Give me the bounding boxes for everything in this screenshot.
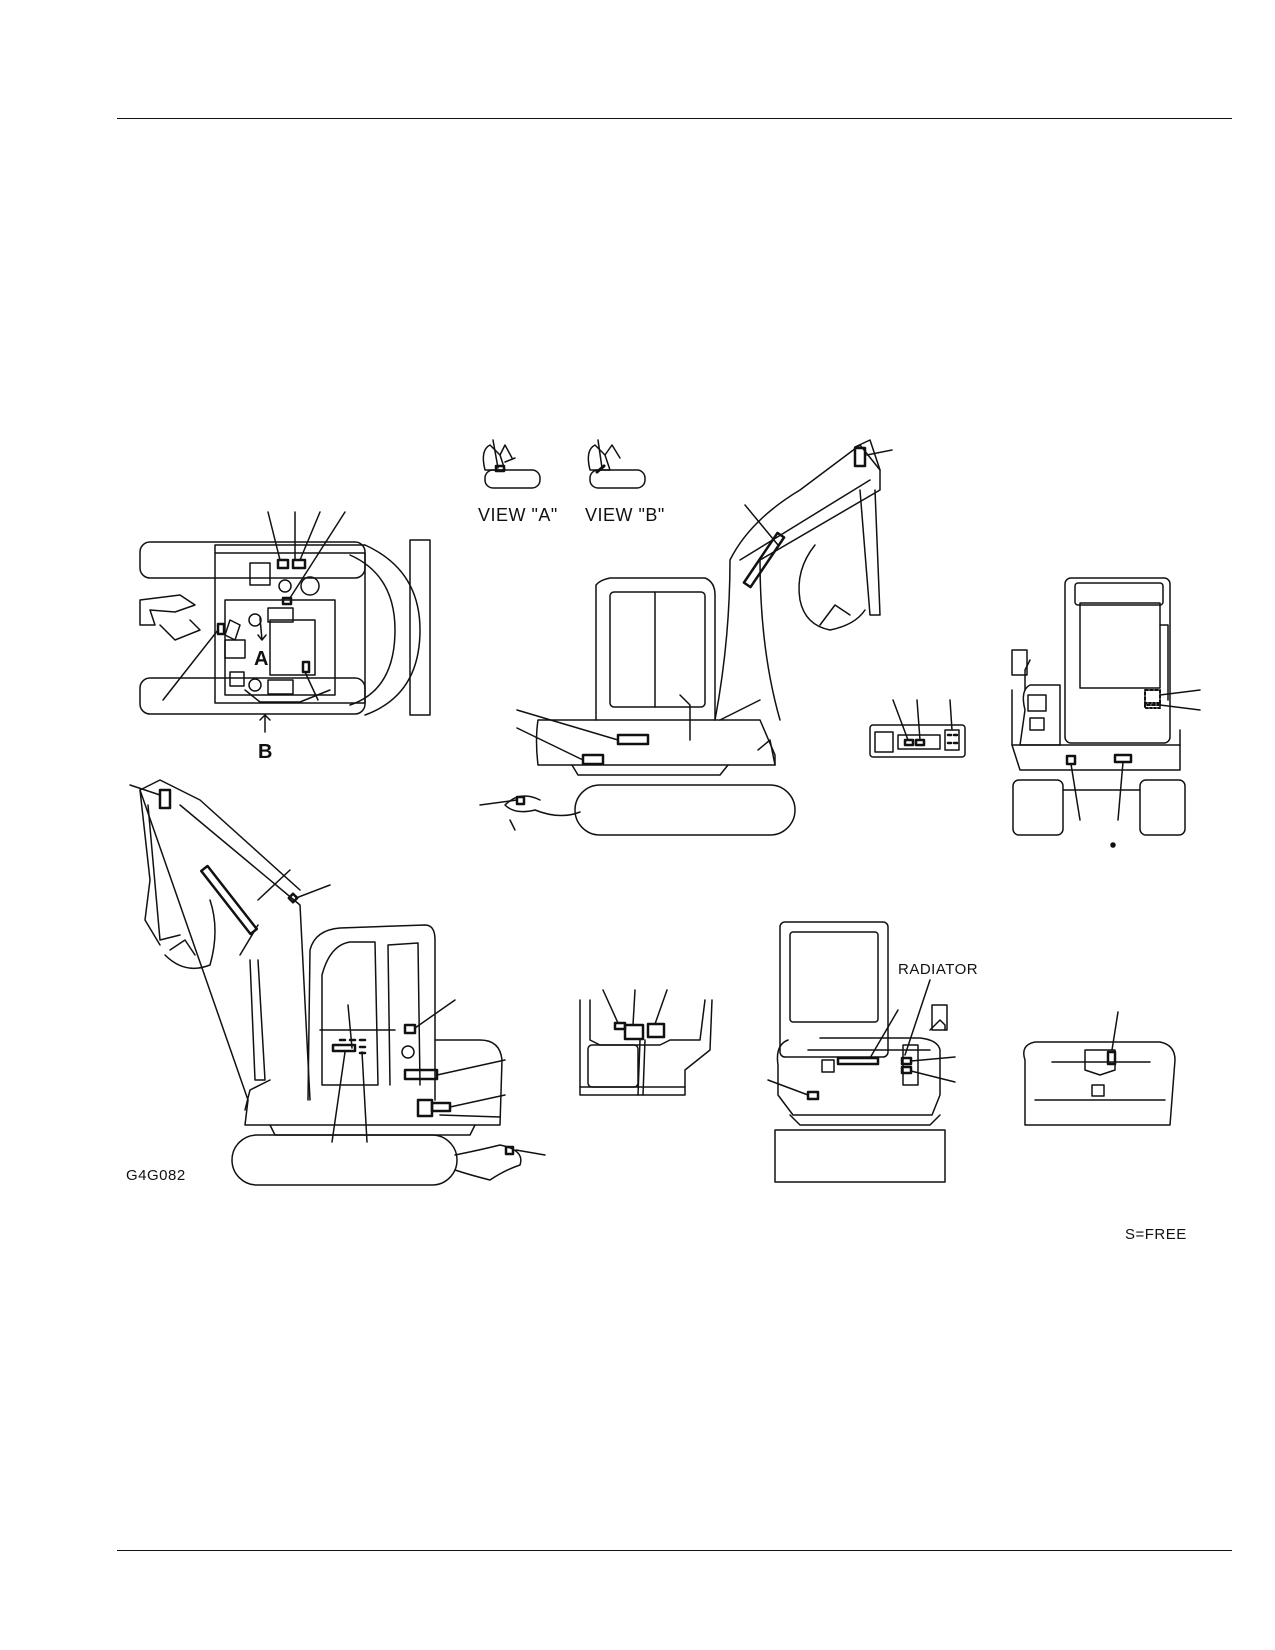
scale-note: S=FREE	[1125, 1226, 1187, 1243]
marker-b-label: B	[258, 741, 273, 763]
top-view	[140, 512, 430, 732]
left-side-view	[480, 440, 892, 835]
view-a-seat	[483, 440, 540, 488]
interior-detail	[580, 990, 712, 1095]
view-b-seat	[588, 440, 645, 488]
rear-view	[1012, 578, 1200, 847]
front-view-radiator	[768, 922, 955, 1182]
radiator-label: RADIATOR	[898, 961, 979, 978]
header-rule	[117, 118, 1232, 119]
view-b-label: VIEW "B"	[585, 505, 665, 525]
rear-hood-view	[1024, 1012, 1175, 1125]
control-panel-detail	[870, 700, 965, 757]
view-a-label: VIEW "A"	[478, 505, 558, 525]
drawing-code: G4G082	[126, 1167, 186, 1184]
right-side-view	[130, 780, 545, 1185]
footer-rule	[117, 1550, 1232, 1551]
marker-a-label: A	[254, 648, 269, 670]
